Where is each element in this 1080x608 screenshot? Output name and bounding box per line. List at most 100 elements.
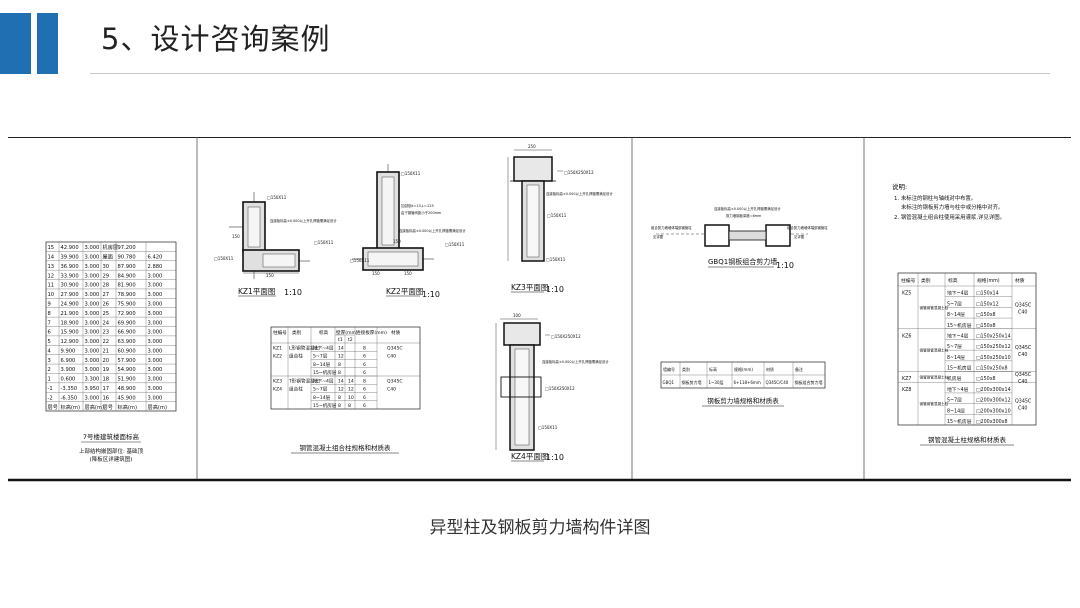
steel-column-table-title: 钢管混凝土柱规格和材质表 xyxy=(928,435,1007,444)
floor-table-cell: 22 xyxy=(103,339,110,345)
composite-table-header: 类别 xyxy=(292,329,302,336)
composite-table-cell: 组合柱 xyxy=(289,386,303,393)
figure-caption: 异型柱及钢板剪力墙构件详图 xyxy=(429,518,651,538)
svg-text:150: 150 xyxy=(404,271,412,276)
svg-text:剪力墙钢板厚度=6mm: 剪力墙钢板厚度=6mm xyxy=(726,213,762,218)
svg-text:□150X250X12: □150X250X12 xyxy=(564,170,594,175)
header-accent-bar-narrow xyxy=(37,13,58,74)
composite-table-cell: 6 xyxy=(363,354,366,360)
floor-table-cell: 3.950 xyxy=(85,386,100,392)
floor-table-cell: 48.900 xyxy=(118,386,136,392)
svg-text:□150X11: □150X11 xyxy=(214,256,234,261)
floor-table-cell: 20 xyxy=(103,358,110,364)
title-divider xyxy=(90,73,1050,74)
floor-table-cell: 39.900 xyxy=(61,255,79,261)
floor-table-cell: 3.000 xyxy=(85,292,100,298)
steel-column-table-cell: 5~7层 xyxy=(947,398,962,404)
shear-wall-table-header: 备注 xyxy=(795,366,803,372)
floor-table-cell: 3.000 xyxy=(148,292,163,298)
kz4-scale: 1:10 xyxy=(546,453,564,462)
steel-column-table-cell: □150x8 xyxy=(976,323,996,329)
steel-column-table-cell: 5~7层 xyxy=(947,301,962,307)
floor-table-cell: 9 xyxy=(48,302,51,308)
floor-table-cell: 4 xyxy=(48,348,52,354)
steel-column-table-cell: KZ6 xyxy=(902,333,911,339)
gbq1-plan-label: GBQ1钢板组合剪力墙 xyxy=(708,257,777,266)
shear-wall-table-header: 规格(mm) xyxy=(734,366,753,372)
floor-table-cell: 3.000 xyxy=(85,367,100,373)
steel-column-table-header: 柱编号 xyxy=(901,277,916,284)
kz3-scale: 1:10 xyxy=(546,285,564,294)
floor-table-cell: 36.900 xyxy=(61,264,79,270)
floor-table-cell: 3.000 xyxy=(85,264,100,270)
steel-column-table-cell: 8~14层 xyxy=(947,408,965,414)
steel-column-table-cell: C40 xyxy=(1018,379,1027,385)
composite-table-cell: KZ3 xyxy=(273,378,282,384)
steel-column-table-cell: □200x300x8 xyxy=(976,419,1008,425)
floor-table-cell: 3.000 xyxy=(148,320,163,326)
steel-column-table-cell: 地下~4层 xyxy=(947,386,969,393)
floor-table-cell: 3.300 xyxy=(85,377,100,383)
composite-table-cell: Q345C xyxy=(387,378,403,384)
floor-table-cell: 3.000 xyxy=(148,367,163,373)
composite-table-cell: 组合柱 xyxy=(289,353,303,360)
steel-column-table-cell: Q345C xyxy=(1015,372,1032,378)
composite-table-cell: 6 xyxy=(363,387,366,393)
floor-table-cell: -3.350 xyxy=(61,386,78,392)
floor-table-header: 层号 xyxy=(48,404,58,411)
floor-table-cell: 18 xyxy=(103,377,110,383)
composite-table-cell: 5~7层 xyxy=(313,354,328,360)
composite-table-cell: 6 xyxy=(363,395,366,401)
steel-column-table-cell: □150x250x14 xyxy=(976,333,1011,339)
composite-table-header: 材质 xyxy=(391,329,401,336)
svg-text:□150X11: □150X11 xyxy=(267,195,287,200)
floor-table-cell: 51.900 xyxy=(118,377,136,383)
floor-table-cell: 3.000 xyxy=(148,358,163,364)
composite-table-cell: 6 xyxy=(363,370,366,376)
steel-column-table-cell: 15~机房层 xyxy=(947,322,972,329)
steel-column-table-cell: □150x250x12 xyxy=(976,344,1011,350)
floor-table-cell: 63.900 xyxy=(118,339,136,345)
kz1-plan-label: KZ1平面图 xyxy=(238,287,275,296)
svg-text:组合剪力墙墙体端部钢管柱: 组合剪力墙墙体端部钢管柱 xyxy=(787,225,828,230)
composite-table-cell: L形钢管混凝土 xyxy=(289,344,320,351)
shear-wall-table-header: 类别 xyxy=(682,366,690,372)
svg-text:连接板标高±0.000以上开孔焊缝需满足设计: 连接板标高±0.000以上开孔焊缝需满足设计 xyxy=(714,206,781,211)
composite-table-cell: 15~机房层 xyxy=(313,402,337,409)
kz2-t-column-plan: □150X11 加劲肋t=13,L=125 由于钢管间距小于200mm 连接板标… xyxy=(350,164,466,276)
floor-table-title: 7号楼建筑楼面标高 xyxy=(83,432,140,441)
composite-table-title: 钢管混凝土组合柱规格和材质表 xyxy=(300,443,392,452)
steel-column-table-cell: KZ7 xyxy=(902,376,911,382)
composite-table-cell: 8 xyxy=(338,370,341,376)
composite-table-header: 壁厚(mm) xyxy=(336,329,358,336)
svg-text:□150X250X12: □150X250X12 xyxy=(551,334,581,339)
composite-table-cell: 14 xyxy=(348,378,354,384)
svg-text:□150X11: □150X11 xyxy=(401,171,421,176)
floor-table-cell: -1 xyxy=(48,386,53,392)
floor-table-cell: 3.000 xyxy=(148,273,163,279)
embedment-note: 上部结构嵌固部位: 基础顶 xyxy=(79,447,144,455)
composite-table-cell: C40 xyxy=(387,387,396,393)
shear-wall-table-title: 钢板剪力墙规格和材质表 xyxy=(707,396,779,405)
svg-text:由于钢管间距小于200mm: 由于钢管间距小于200mm xyxy=(401,210,442,215)
svg-text:150: 150 xyxy=(372,271,380,276)
steel-column-table-cell: □200x300x10 xyxy=(976,408,1011,414)
composite-table-cell: 12 xyxy=(348,387,354,393)
floor-table-cell: 3.000 xyxy=(85,348,100,354)
steel-column-table-cell: □150x250x8 xyxy=(976,366,1008,372)
composite-table-cell: 8 xyxy=(348,403,351,409)
floor-table-header: 标高(m) xyxy=(118,403,137,411)
svg-text:连接板标高±0.000以上开孔焊缝需满足设计: 连接板标高±0.000以上开孔焊缝需满足设计 xyxy=(399,228,466,233)
shear-wall-table-header: 墙编号 xyxy=(663,366,675,372)
floor-table-cell: 57.900 xyxy=(118,358,136,364)
floor-table-cell: 5 xyxy=(48,339,51,345)
svg-text:250: 250 xyxy=(528,144,536,149)
floor-table-cell: 54.900 xyxy=(118,367,136,373)
shear-wall-table-cell: 1~30层 xyxy=(709,379,724,385)
composite-table-cell: 8 xyxy=(338,362,341,368)
svg-text:150: 150 xyxy=(266,273,274,278)
page-title: 5、设计咨询案例 xyxy=(101,22,331,56)
floor-table-cell: 2.880 xyxy=(148,264,163,270)
